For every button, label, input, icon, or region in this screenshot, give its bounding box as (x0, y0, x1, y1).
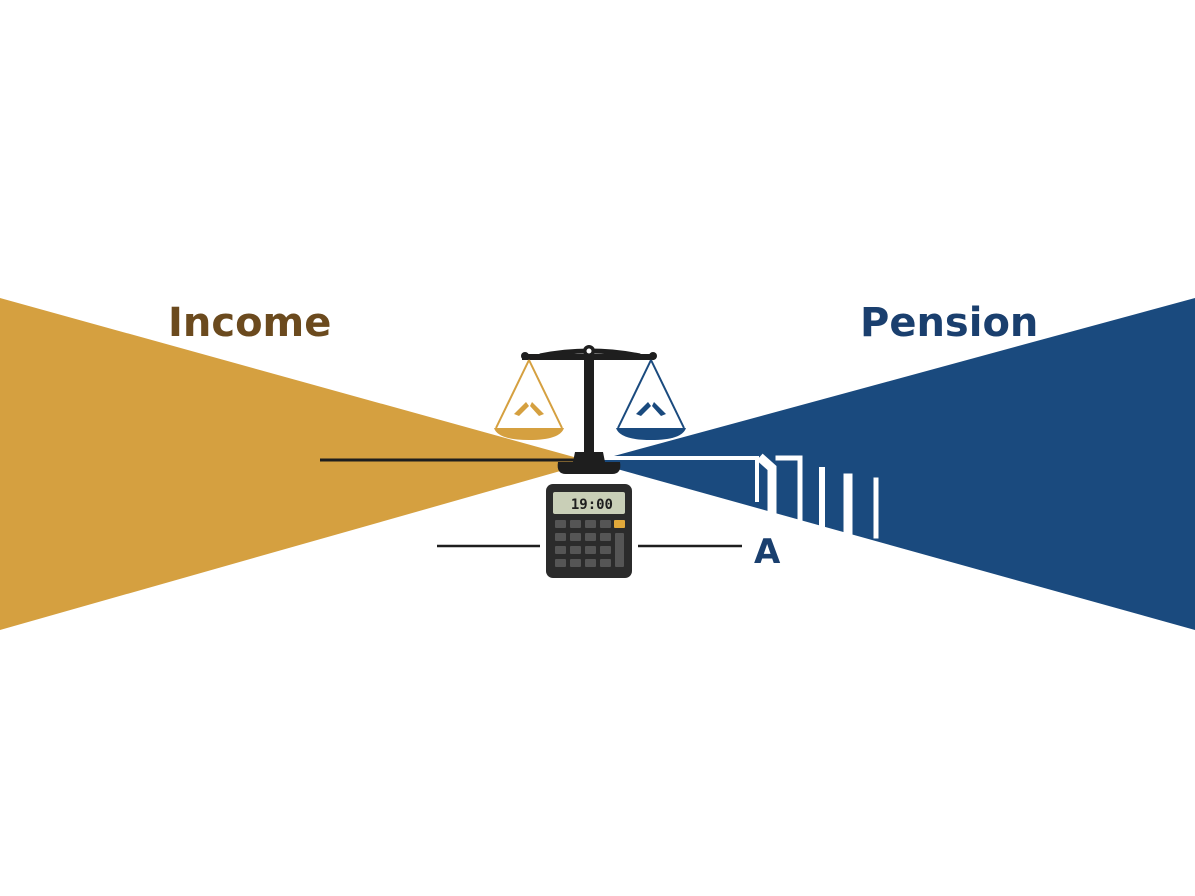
calculator-accent-key (614, 520, 625, 528)
calculator-display: 19:00 (571, 497, 613, 513)
marker-label: A (754, 532, 781, 572)
pension-label: Pension (860, 300, 1039, 346)
calculator-icon: 19:00 (546, 484, 632, 578)
pension-streaks (598, 453, 879, 539)
pension-wedge (592, 298, 1195, 630)
income-wedge (0, 298, 592, 630)
balance-scale-icon (494, 345, 686, 474)
income-label: Income (168, 300, 332, 346)
calculator-screen (553, 492, 625, 514)
